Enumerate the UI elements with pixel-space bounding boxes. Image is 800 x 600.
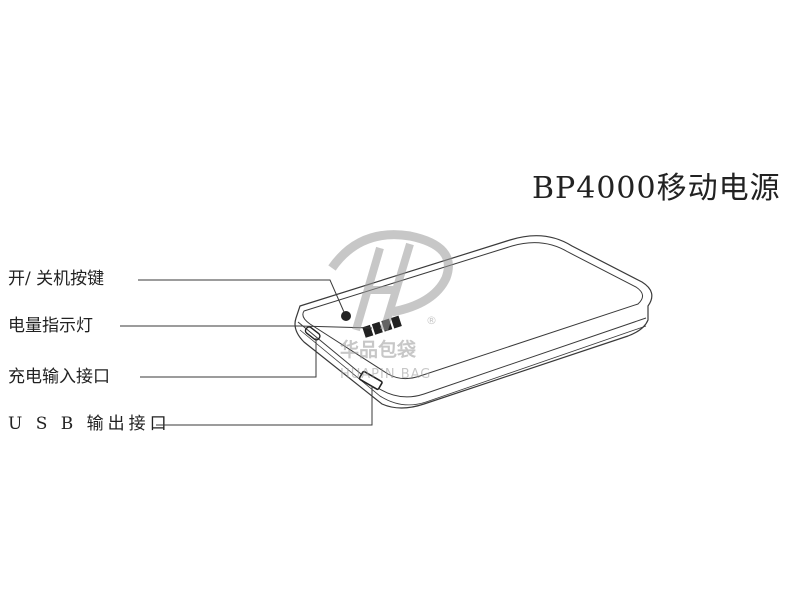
watermark-registered-mark: ® xyxy=(426,314,437,327)
power-bank-bottom-edge xyxy=(299,325,647,406)
leader-line-power-button xyxy=(138,279,345,313)
leader-line-battery-indicator xyxy=(120,325,373,329)
callout-label-usb-output: U S B 输出接口 xyxy=(8,414,171,434)
power-bank-top-face xyxy=(302,242,643,380)
watermark-brand-cn: 华品包袋 xyxy=(340,338,417,361)
power-bank-outline xyxy=(294,235,653,409)
watermark-letter-h xyxy=(352,242,414,332)
watermark-brand-en: HUAPIN BAG xyxy=(340,367,431,382)
power-button xyxy=(341,311,351,321)
leader-line-charging-input xyxy=(140,338,317,378)
usb-output-port xyxy=(358,370,383,391)
watermark-arc xyxy=(328,230,453,317)
leader-line-usb-output xyxy=(156,386,373,426)
callout-label-power-button: 开/ 关机按键 xyxy=(8,269,105,289)
diagram-title: BP4000移动电源 xyxy=(532,171,781,206)
charging-input-port xyxy=(304,326,321,341)
callout-label-battery-indicator: 电量指示灯 xyxy=(8,316,93,336)
watermark-logo: ® 华品包袋 HUAPIN BAG xyxy=(328,230,453,382)
callout-label-charging-input: 充电输入接口 xyxy=(8,367,110,387)
